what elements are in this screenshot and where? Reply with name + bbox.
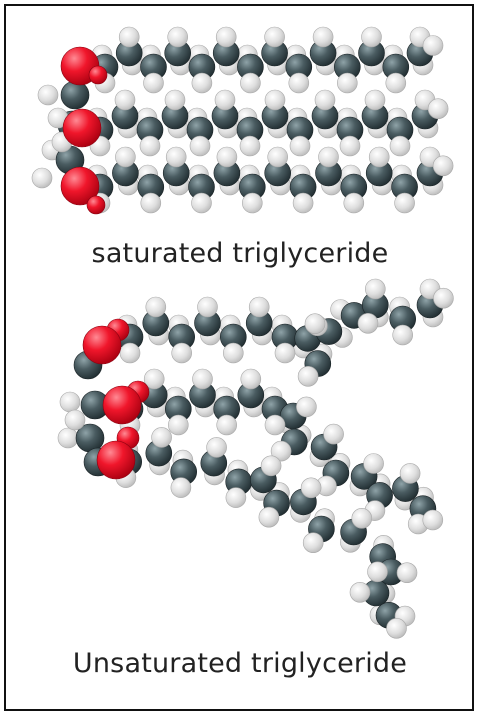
hydrogen-atom	[357, 312, 379, 334]
hydrogen-atom	[349, 581, 371, 603]
hydrogen-atom	[399, 463, 421, 484]
hydrogen-atom	[364, 89, 386, 111]
hydrogen-atom	[296, 396, 317, 418]
hydrogen-atom	[164, 89, 186, 111]
hydrogen-atom	[57, 427, 79, 449]
hydrogen-atom	[302, 532, 324, 554]
carbon-atom	[60, 80, 90, 110]
unsaturated-caption: Unsaturated triglyceride	[72, 648, 408, 679]
hydrogen-atom	[258, 506, 280, 528]
hydrogen-atom	[323, 423, 344, 445]
hydrogen-atom	[216, 414, 237, 436]
hydrogen-atom	[389, 135, 411, 157]
hydrogen-atom	[433, 287, 454, 309]
hydrogen-atom	[363, 453, 384, 474]
hydrogen-atom	[364, 278, 386, 300]
hydrogen-atom	[239, 135, 261, 157]
oxygen-atom	[60, 166, 100, 206]
hydrogen-atom	[432, 155, 454, 177]
hydrogen-atom	[118, 26, 140, 48]
hydrogen-atom	[248, 296, 270, 318]
hydrogen-atom	[267, 146, 289, 168]
hydrogen-atom	[171, 342, 192, 364]
hydrogen-atom	[292, 192, 314, 214]
hydrogen-atom	[114, 89, 136, 111]
hydrogen-atom	[396, 562, 418, 584]
hydrogen-atom	[37, 84, 59, 106]
hydrogen-atom	[260, 455, 282, 477]
hydrogen-atom	[189, 135, 211, 157]
hydrogen-atom	[64, 409, 86, 431]
hydrogen-atom	[31, 167, 53, 189]
hydrogen-atom	[192, 368, 213, 390]
oxygen-atom	[102, 385, 142, 425]
hydrogen-atom	[314, 89, 336, 111]
hydrogen-atom	[143, 368, 165, 390]
hydrogen-atom	[368, 146, 390, 168]
hydrogen-atom	[214, 89, 236, 111]
saturated-triglyceride-model	[31, 26, 454, 215]
hydrogen-atom	[206, 437, 227, 458]
hydrogen-atom	[385, 72, 407, 94]
hydrogen-atom	[264, 26, 285, 48]
hydrogen-atom	[343, 192, 365, 214]
hydrogen-atom	[191, 72, 213, 94]
hydrogen-atom	[242, 192, 263, 214]
hydrogen-atom	[427, 98, 449, 119]
hydrogen-atom	[312, 26, 334, 48]
hydrogen-atom	[264, 89, 286, 111]
hydrogen-atom	[351, 507, 373, 529]
hydrogen-atom	[151, 427, 172, 448]
hydrogen-atom	[145, 296, 167, 318]
hydrogen-atom	[115, 146, 136, 168]
hydrogen-atom	[289, 135, 311, 157]
hydrogen-atom	[336, 72, 358, 94]
saturated-caption: saturated triglyceride	[91, 238, 389, 269]
hydrogen-atom	[168, 414, 189, 436]
hydrogen-atom	[304, 313, 326, 335]
hydrogen-atom	[288, 72, 310, 94]
hydrogen-atom	[167, 26, 188, 48]
oxygen-atom	[62, 108, 102, 148]
hydrogen-atom	[59, 391, 81, 413]
hydrogen-atom	[422, 35, 444, 56]
hydrogen-atom	[318, 146, 339, 168]
hydrogen-atom	[225, 487, 247, 508]
hydrogen-atom	[170, 477, 192, 498]
hydrogen-atom	[367, 561, 388, 583]
hydrogen-atom	[339, 135, 361, 157]
hydrogen-atom	[392, 324, 414, 346]
hydrogen-atom	[394, 192, 415, 214]
hydrogen-atom	[270, 440, 292, 462]
hydrogen-atom	[264, 414, 286, 436]
hydrogen-atom	[300, 477, 322, 499]
hydrogen-atom	[297, 365, 319, 387]
hydrogen-atom	[119, 342, 141, 364]
hydrogen-atom	[216, 146, 238, 168]
hydrogen-atom	[240, 72, 261, 94]
oxygen-atom	[88, 65, 108, 85]
hydrogen-atom	[223, 342, 244, 364]
oxygen-atom	[82, 325, 122, 365]
oxygen-atom	[86, 195, 106, 215]
hydrogen-atom	[143, 72, 164, 94]
hydrogen-atom	[240, 368, 262, 390]
hydrogen-atom	[386, 617, 407, 639]
hydrogen-atom	[140, 192, 162, 214]
hydrogen-atom	[422, 509, 444, 531]
hydrogen-atom	[139, 135, 161, 157]
unsaturated-triglyceride-model	[57, 278, 454, 639]
hydrogen-atom	[274, 342, 296, 364]
hydrogen-atom	[361, 26, 382, 48]
hydrogen-atom	[197, 296, 218, 318]
hydrogen-atom	[215, 26, 237, 48]
hydrogen-atom	[165, 146, 187, 168]
hydrogen-atom	[191, 192, 212, 214]
oxygen-atom	[96, 440, 136, 480]
